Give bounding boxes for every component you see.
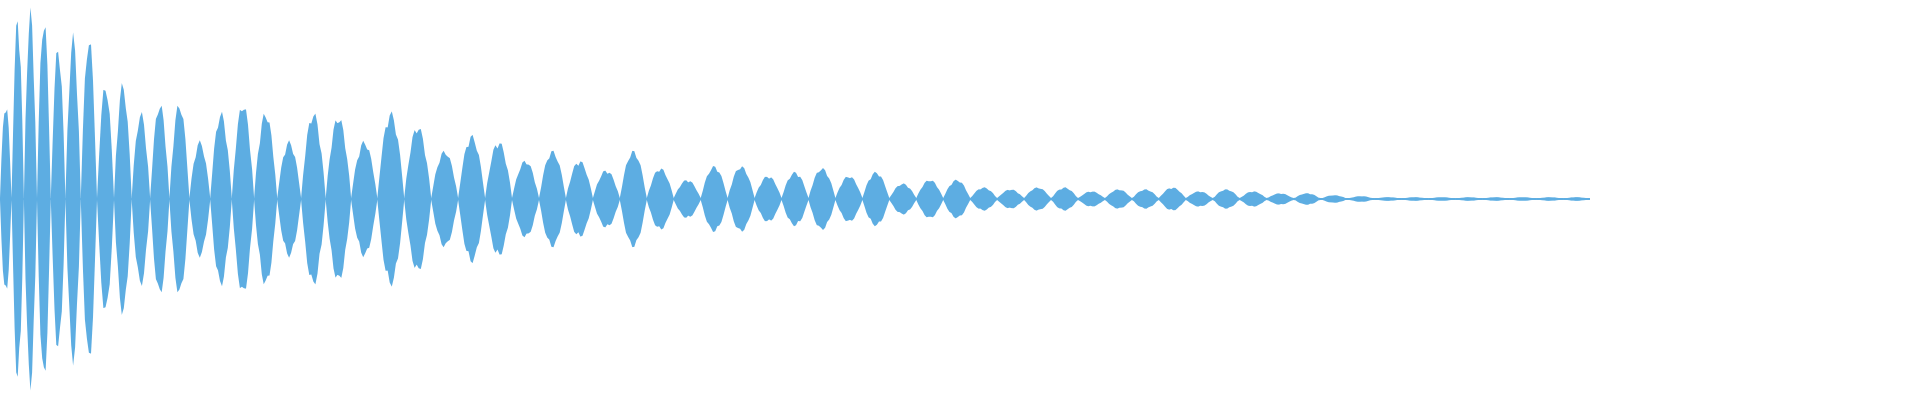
waveform-lobe xyxy=(189,140,211,258)
waveform-lobe xyxy=(114,83,132,315)
waveform-lobe xyxy=(916,180,944,218)
waveform-lobe xyxy=(673,180,701,218)
waveform-lobe xyxy=(1239,191,1267,207)
waveform-lobe xyxy=(539,150,566,248)
waveform-lobe xyxy=(1024,187,1051,211)
waveform-lobe xyxy=(1482,197,1510,201)
waveform-lobe xyxy=(65,32,81,366)
waveform-lobe xyxy=(50,51,66,347)
waveform-lobe xyxy=(781,171,809,227)
waveform-lobe xyxy=(1320,195,1348,203)
waveform-lobe xyxy=(1104,189,1132,209)
waveform-lobe xyxy=(1455,197,1483,201)
waveform-lobe xyxy=(754,176,782,222)
waveform-lobe xyxy=(889,183,917,215)
waveform-lobe xyxy=(301,113,326,285)
waveform-lobe xyxy=(404,129,432,269)
waveform-lobe xyxy=(11,21,24,377)
waveform-lobe xyxy=(325,120,352,278)
waveform-lobe xyxy=(351,140,378,258)
waveform-lobe xyxy=(565,161,593,237)
waveform-lobe xyxy=(1374,197,1402,201)
waveform-lobe xyxy=(23,7,37,391)
waveform-lobe xyxy=(835,176,863,222)
waveform-lobe xyxy=(231,109,255,289)
waveform-lobe xyxy=(1536,197,1564,201)
waveform-lobe xyxy=(592,170,620,228)
waveform-lobe xyxy=(997,189,1025,209)
waveform-lobe xyxy=(1347,196,1375,202)
waveform-lobe xyxy=(1131,189,1159,209)
waveform-lobe xyxy=(1185,191,1213,207)
waveform-lobe xyxy=(970,187,998,211)
waveform-lobe xyxy=(80,44,97,354)
waveform-lobe xyxy=(1401,197,1429,201)
waveform-lobe xyxy=(1212,189,1240,209)
waveform-lobe xyxy=(943,179,971,219)
waveform-lobe xyxy=(150,105,170,293)
waveform-lobe xyxy=(131,112,151,286)
waveform-lobe xyxy=(646,168,674,230)
waveform-lobe xyxy=(485,143,512,255)
waveform-lobes xyxy=(0,7,1590,391)
waveform-lobe xyxy=(1428,197,1456,201)
waveform-lobe xyxy=(1509,197,1537,201)
waveform-lobe xyxy=(700,166,728,232)
waveform-lobe xyxy=(431,150,459,248)
waveform-lobe xyxy=(619,150,647,248)
waveform-lobe xyxy=(727,166,755,232)
waveform-lobe xyxy=(377,111,405,287)
waveform-lobe xyxy=(277,140,302,258)
waveform-lobe xyxy=(1158,187,1186,211)
waveform-lobe xyxy=(169,105,190,293)
waveform-lobe xyxy=(512,160,539,238)
waveform-lobe xyxy=(1293,193,1321,205)
waveform-lobe xyxy=(0,109,12,289)
waveform-lobe xyxy=(97,89,114,309)
waveform-lobe xyxy=(458,134,486,264)
waveform-lobe xyxy=(1078,191,1105,207)
waveform-lobe xyxy=(37,27,51,371)
waveform-lobe xyxy=(808,168,836,230)
waveform-lobe xyxy=(862,171,890,227)
waveform-lobe xyxy=(1051,187,1078,211)
waveform-lobe xyxy=(254,113,278,285)
waveform-lobe xyxy=(210,111,232,287)
waveform-lobe xyxy=(1266,193,1294,205)
waveform-lobe xyxy=(1563,197,1590,201)
